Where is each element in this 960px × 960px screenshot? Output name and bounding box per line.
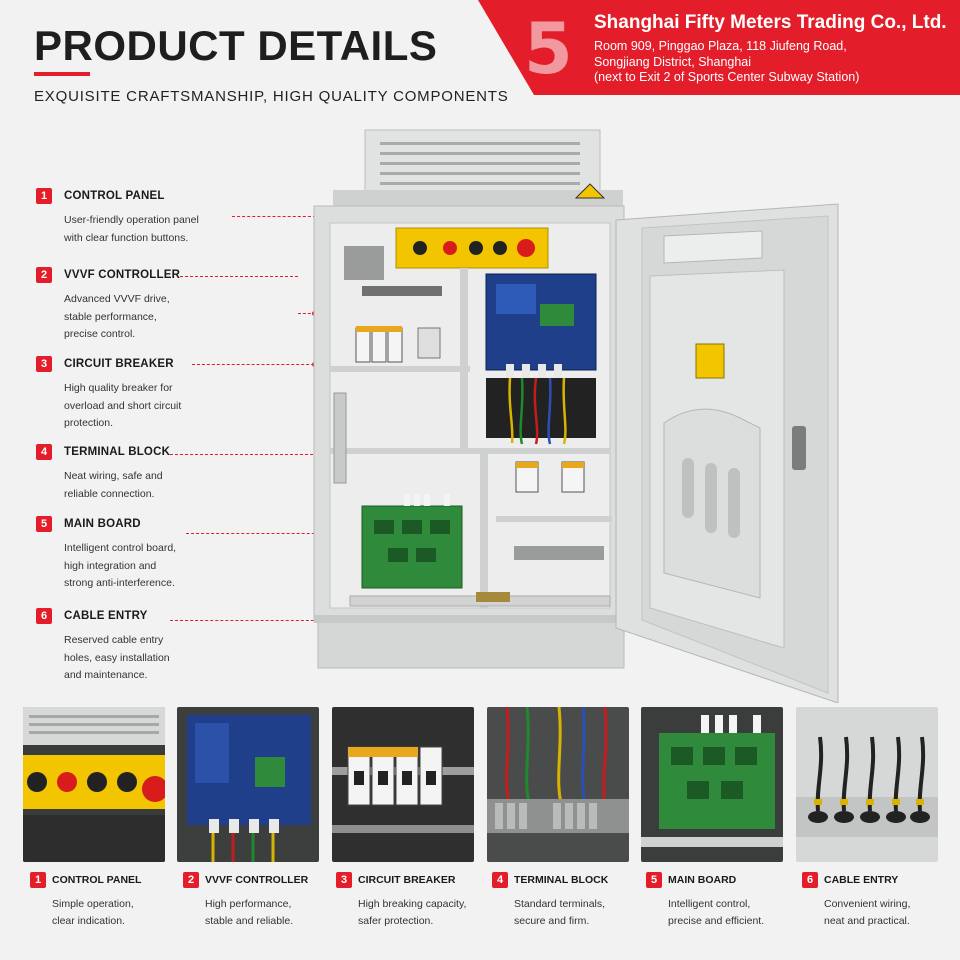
feature-title: VVVF CONTROLLER [64,269,181,281]
feature-cable-entry: 6 CABLE ENTRY Reserved cable entry holes,… [36,608,226,685]
caption-number-badge: 4 [492,872,508,888]
caption-title: TERMINAL BLOCK [514,874,609,886]
feature-number-badge: 1 [36,188,52,204]
caption-number-badge: 1 [30,872,46,888]
feature-description: User-friendly operation panel with clear… [64,214,199,244]
feature-title: CABLE ENTRY [64,610,148,622]
feature-vvvf-controller: 2 VVVF CONTROLLER Advanced VVVF drive, st… [36,267,226,344]
feature-description: Neat wiring, safe and reliable connectio… [64,470,163,500]
feature-terminal-block: 4 TERMINAL BLOCK Neat wiring, safe and re… [36,444,226,503]
feature-main-board: 5 MAIN BOARD Intelligent control board, h… [36,516,226,593]
feature-description: Intelligent control board, high integrat… [64,542,177,589]
caption-title: CONTROL PANEL [52,874,142,886]
feature-control-panel: 1 CONTROL PANEL User-friendly operation p… [36,188,226,247]
page-title: PRODUCT DETAILS [34,22,438,69]
detail-caption-terminal-block: 4 TERMINAL BLOCK Standard terminals, secu… [492,872,652,930]
title-underline [34,72,90,76]
brand-number-logo: 5 [524,8,573,90]
detail-photo-control-panel [23,707,165,862]
caption-title: VVVF CONTROLLER [205,874,309,886]
feature-title: CONTROL PANEL [64,190,165,202]
caption-description: High performance, stable and reliable. [205,898,294,927]
caption-title: CABLE ENTRY [824,874,899,886]
caption-description: High breaking capacity, safer protection… [358,898,467,927]
feature-title: MAIN BOARD [64,518,141,530]
detail-caption-control-panel: 1 CONTROL PANEL Simple operation, clear i… [30,872,190,930]
caption-number-badge: 3 [336,872,352,888]
caption-title: MAIN BOARD [668,874,737,886]
feature-number-badge: 2 [36,267,52,283]
caption-description: Standard terminals, secure and firm. [514,898,606,927]
caption-description: Intelligent control, precise and efficie… [668,898,765,927]
company-address: Room 909, Pinggao Plaza, 118 Jiufeng Roa… [594,39,860,84]
control-cabinet-illustration [313,129,839,703]
leader-line [232,216,316,217]
detail-caption-main-board: 5 MAIN BOARD Intelligent control, precise… [646,872,806,930]
feature-title: TERMINAL BLOCK [64,446,171,458]
detail-caption-vvvf-controller: 2 VVVF CONTROLLER High performance, stabl… [183,872,343,930]
leader-line [186,533,360,534]
feature-number-badge: 4 [36,444,52,460]
company-name: Shanghai Fifty Meters Trading Co., Ltd. [594,12,947,33]
detail-photo-cable-entry [796,707,938,862]
caption-number-badge: 6 [802,872,818,888]
detail-photo-circuit-breaker [332,707,474,862]
caption-description: Simple operation, clear indication. [52,898,134,927]
company-banner [478,0,960,95]
leader-line [180,276,298,277]
feature-circuit-breaker: 3 CIRCUIT BREAKER High quality breaker fo… [36,356,226,433]
feature-description: Advanced VVVF drive, stable performance,… [64,293,170,340]
caption-title: CIRCUIT BREAKER [358,874,456,886]
caption-number-badge: 5 [646,872,662,888]
feature-number-badge: 6 [36,608,52,624]
leader-line [170,454,318,455]
feature-description: Reserved cable entry holes, easy install… [64,634,170,681]
detail-photo-main-board [641,707,783,862]
detail-caption-cable-entry: 6 CABLE ENTRY Convenient wiring, neat and… [802,872,960,930]
feature-number-badge: 3 [36,356,52,372]
feature-number-badge: 5 [36,516,52,532]
feature-description: High quality breaker for overload and sh… [64,382,182,429]
caption-description: Convenient wiring, neat and practical. [824,898,911,927]
page-subtitle: EXQUISITE CRAFTSMANSHIP, HIGH QUALITY CO… [34,88,509,105]
feature-title: CIRCUIT BREAKER [64,358,174,370]
detail-photo-vvvf-controller [177,707,319,862]
detail-photo-terminal-block [487,707,629,862]
caption-number-badge: 2 [183,872,199,888]
detail-caption-circuit-breaker: 3 CIRCUIT BREAKER High breaking capacity,… [336,872,496,930]
